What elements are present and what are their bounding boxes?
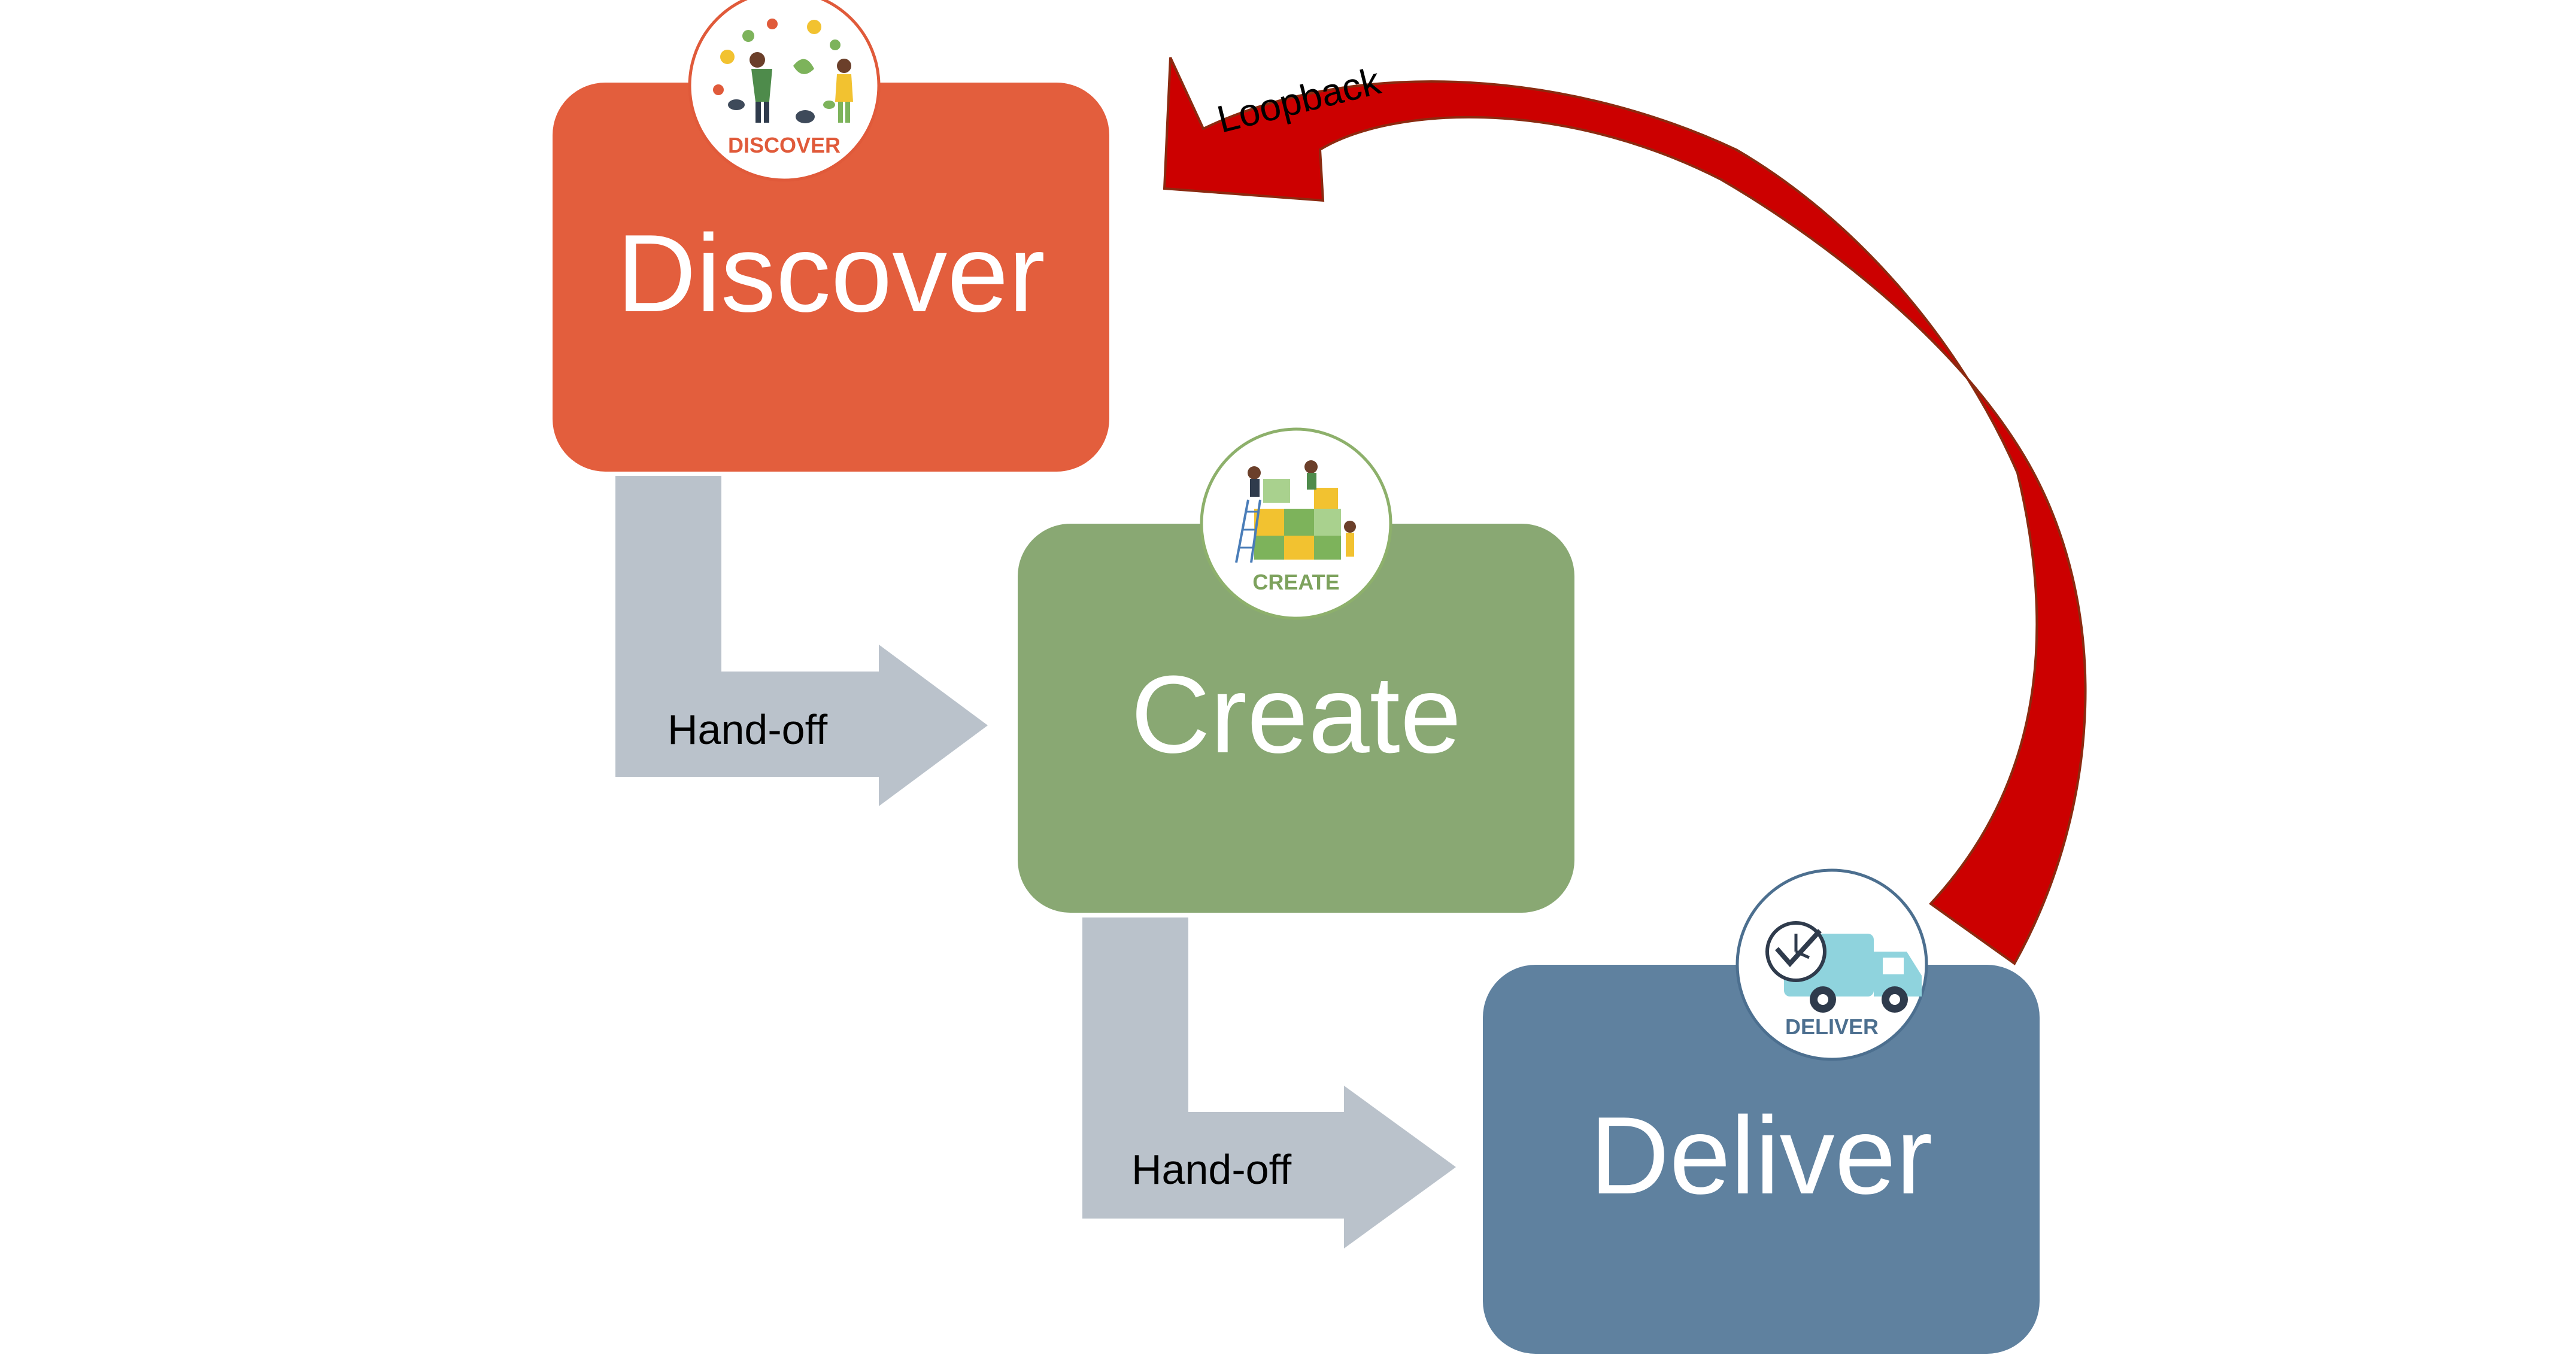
discover-badge: DISCOVER — [688, 0, 881, 182]
discover-badge-label: DISCOVER — [728, 133, 841, 157]
stage-discover: Discover — [553, 83, 1109, 472]
handoff-arrow-1: Hand-off — [615, 476, 988, 806]
stage-deliver-label: Deliver — [1590, 1093, 1933, 1217]
people-exploring-ideas-icon — [713, 19, 853, 123]
stage-create: Create — [1018, 524, 1574, 913]
handoff-arrow-2: Hand-off — [1082, 917, 1456, 1248]
create-badge: CREATE — [1200, 427, 1392, 620]
handoff-label-2: Hand-off — [1131, 1146, 1292, 1193]
people-building-puzzle-icon — [1235, 460, 1356, 563]
handoff-label-1: Hand-off — [667, 706, 828, 753]
create-badge-label: CREATE — [1252, 570, 1339, 594]
stage-discover-box — [553, 83, 1109, 472]
delivery-truck-clock-icon — [1765, 921, 1922, 1013]
stage-deliver: Deliver — [1483, 965, 2040, 1354]
handoff-arrow-2-shape — [1082, 917, 1456, 1248]
stage-discover-label: Discover — [617, 211, 1045, 335]
loopback-arrow-shape — [1163, 57, 2087, 965]
deliver-badge: DELIVER — [1735, 868, 1928, 1061]
stage-create-box — [1018, 524, 1574, 913]
stage-create-label: Create — [1131, 652, 1461, 776]
loopback-arrow: Loopback — [1163, 57, 2087, 965]
handoff-arrow-1-shape — [615, 476, 988, 806]
stage-deliver-box — [1483, 965, 2040, 1354]
deliver-badge-label: DELIVER — [1785, 1014, 1879, 1039]
